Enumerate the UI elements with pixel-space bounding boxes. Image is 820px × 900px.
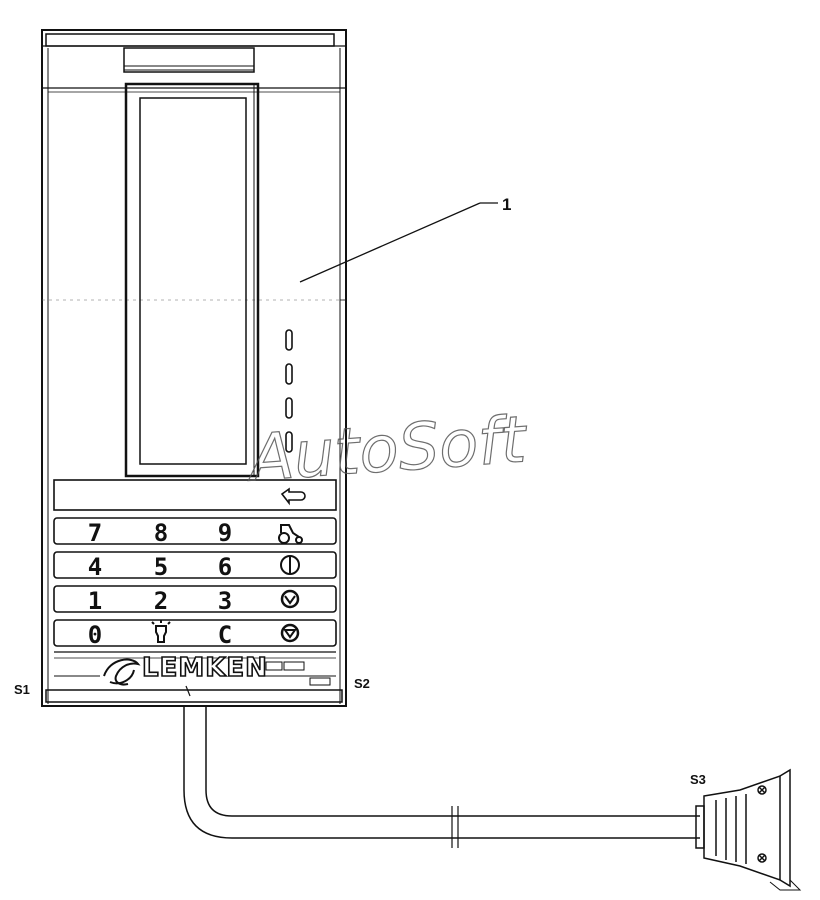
keypad xyxy=(53,517,337,647)
status-led xyxy=(285,397,293,419)
callout-label-1: 1 xyxy=(502,195,511,214)
key-6[interactable]: 6 xyxy=(218,553,232,581)
brand-swirl-icon xyxy=(103,658,141,686)
key-8[interactable]: 8 xyxy=(154,519,168,547)
connector-label-s2: S2 xyxy=(354,676,370,691)
connector-label-s3: S3 xyxy=(690,772,706,787)
callout-leader-1 xyxy=(299,202,498,283)
keypad-labels: 7 8 9 4 5 6 1 2 3 0 C xyxy=(88,519,303,649)
cable xyxy=(183,706,700,848)
screw-icon xyxy=(757,853,767,863)
status-led xyxy=(285,329,293,351)
enter-key-strip xyxy=(53,479,337,511)
brand-strip xyxy=(54,651,336,686)
keypad-row xyxy=(53,551,337,579)
brand-logo-text: LEMKEN xyxy=(142,653,268,683)
status-led-column xyxy=(285,329,293,453)
keypad-row xyxy=(53,619,337,647)
key-2[interactable]: 2 xyxy=(154,587,168,615)
enter-arrow-icon[interactable] xyxy=(280,487,306,506)
key-4[interactable]: 4 xyxy=(88,553,102,581)
key-1[interactable]: 1 xyxy=(88,587,102,615)
status-led xyxy=(285,431,293,453)
status-led xyxy=(285,363,293,385)
key-5[interactable]: 5 xyxy=(154,553,168,581)
screw-icon xyxy=(757,785,767,795)
bottom-rail xyxy=(45,685,343,703)
plug-connector-s3 xyxy=(695,768,802,891)
display-screen xyxy=(124,82,260,478)
key-0[interactable]: 0 xyxy=(88,621,102,649)
key-9[interactable]: 9 xyxy=(218,519,232,547)
circle-triangle-icon[interactable] xyxy=(280,623,300,643)
circle-v-icon[interactable] xyxy=(280,589,300,609)
terminal-housing xyxy=(41,29,347,707)
keypad-row xyxy=(53,517,337,545)
half-circle-icon[interactable] xyxy=(280,555,300,575)
lamp-icon[interactable] xyxy=(151,620,171,643)
connector-label-s1: S1 xyxy=(14,682,30,697)
key-c[interactable]: C xyxy=(218,621,232,649)
keypad-row xyxy=(53,585,337,613)
tractor-icon[interactable] xyxy=(278,524,303,544)
key-7[interactable]: 7 xyxy=(88,519,102,547)
key-3[interactable]: 3 xyxy=(218,587,232,615)
